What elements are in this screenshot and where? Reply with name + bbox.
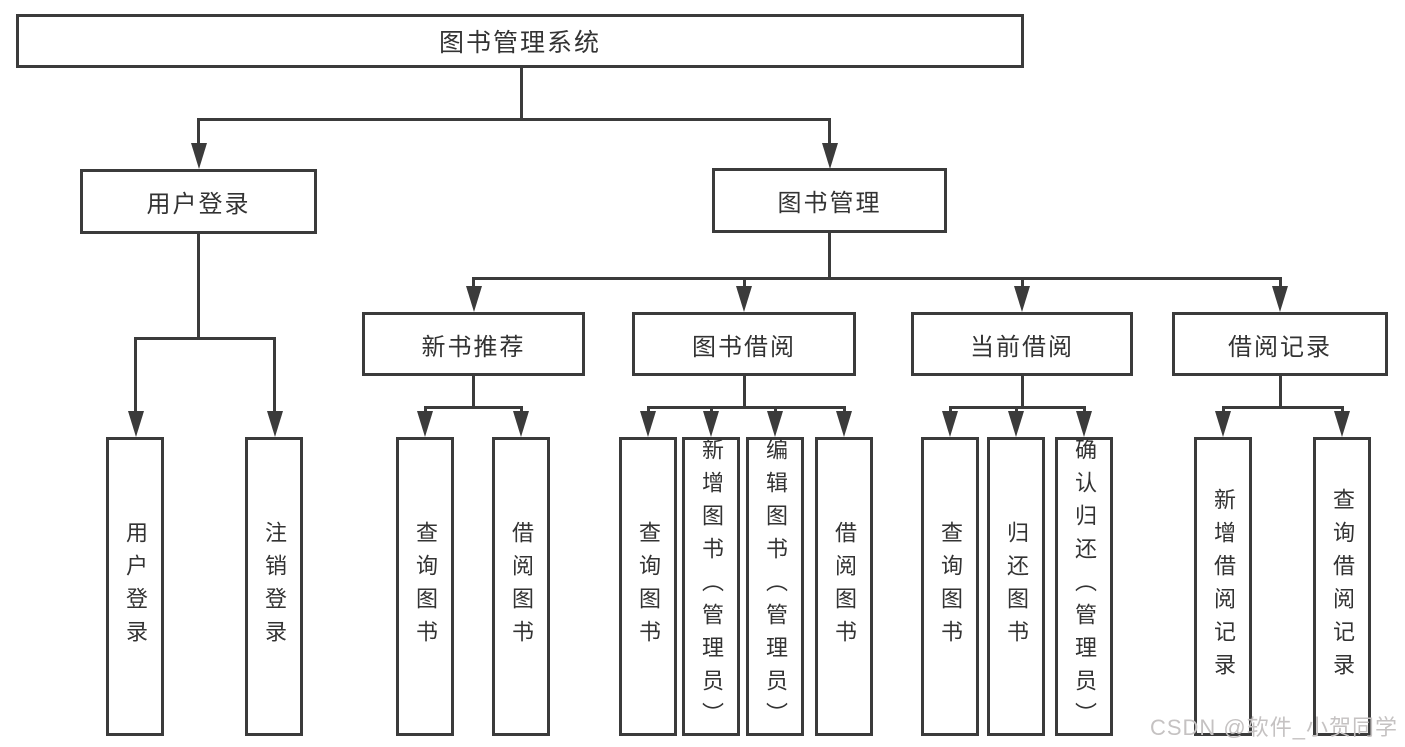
node-label: 用户登录	[123, 520, 148, 653]
connector-line	[197, 118, 831, 121]
connector-line	[423, 406, 427, 413]
connector-line	[709, 406, 713, 413]
node-v-user-login: 用户登录	[106, 437, 164, 736]
node-user-login: 用户登录	[80, 169, 317, 234]
connector-line	[742, 376, 746, 409]
arrowhead-down-icon	[1215, 411, 1231, 437]
arrowhead-down-icon	[640, 411, 656, 437]
node-new-book-rec: 新书推荐	[362, 312, 585, 376]
connector-line	[1082, 406, 1086, 413]
connector-line	[134, 337, 137, 413]
connector-line	[828, 118, 831, 145]
connector-line	[842, 406, 846, 413]
arrowhead-down-icon	[127, 411, 144, 437]
connector-line	[646, 406, 650, 413]
node-label: 新增图书（管理员）	[699, 438, 724, 735]
connector-line	[1278, 277, 1282, 288]
node-label: 用户登录	[146, 191, 251, 218]
node-label: 新增借阅记录	[1211, 487, 1236, 686]
node-label: 新书推荐	[421, 333, 526, 361]
node-label: 借阅图书	[509, 520, 534, 653]
node-label: 编辑图书（管理员）	[763, 438, 788, 735]
arrowhead-down-icon	[767, 411, 783, 437]
node-label: 图书管理	[777, 190, 882, 217]
node-label: 注销登录	[262, 520, 287, 653]
connector-line	[197, 234, 200, 340]
connector-line	[1020, 277, 1024, 288]
node-label: 借阅记录	[1228, 333, 1332, 361]
arrowhead-down-icon	[836, 411, 852, 437]
node-v-borrow-book-2: 借阅图书	[815, 437, 873, 736]
connector-line	[828, 233, 831, 280]
connector-line	[519, 68, 523, 121]
node-v-query-book-1: 查询图书	[396, 437, 454, 736]
node-v-query-book-3: 查询图书	[921, 437, 979, 736]
connector-line	[1278, 376, 1282, 409]
connector-line	[742, 277, 746, 288]
node-label: 查询图书	[938, 520, 963, 653]
connector-line	[423, 406, 523, 409]
arrowhead-down-icon	[703, 411, 719, 437]
node-v-add-book: 新增图书（管理员）	[682, 437, 740, 736]
arrowhead-down-icon	[417, 411, 433, 437]
node-book-borrow: 图书借阅	[632, 312, 856, 376]
arrowhead-down-icon	[942, 411, 958, 437]
node-v-confirm-return: 确认归还（管理员）	[1055, 437, 1113, 736]
connector-line	[134, 337, 276, 340]
node-current-borrow: 当前借阅	[911, 312, 1133, 376]
connector-line	[1014, 406, 1018, 413]
arrowhead-down-icon	[266, 411, 283, 437]
node-label: 查询借阅记录	[1330, 487, 1355, 686]
node-v-edit-book: 编辑图书（管理员）	[746, 437, 804, 736]
node-label: 归还图书	[1004, 520, 1029, 653]
node-v-logout: 注销登录	[245, 437, 303, 736]
node-label: 查询图书	[636, 520, 661, 653]
node-label: 图书管理系统	[438, 29, 601, 57]
connector-line	[1340, 406, 1344, 413]
node-label: 借阅图书	[832, 520, 857, 653]
watermark: CSDN @软件_小贺同学	[1149, 715, 1398, 740]
arrowhead-down-icon	[1272, 286, 1288, 312]
arrowhead-down-icon	[736, 286, 752, 312]
node-root: 图书管理系统	[16, 14, 1024, 68]
node-book-mgmt: 图书管理	[712, 168, 947, 233]
connector-line	[1221, 406, 1344, 409]
node-v-query-book-2: 查询图书	[619, 437, 677, 736]
arrowhead-down-icon	[821, 143, 838, 169]
node-label: 查询图书	[413, 520, 438, 653]
node-v-add-record: 新增借阅记录	[1194, 437, 1252, 736]
arrowhead-down-icon	[513, 411, 529, 437]
connector-line	[197, 118, 200, 145]
arrowhead-down-icon	[1014, 286, 1030, 312]
connector-line	[1221, 406, 1225, 413]
arrowhead-down-icon	[1334, 411, 1350, 437]
node-v-query-record: 查询借阅记录	[1313, 437, 1371, 736]
connector-line	[273, 337, 276, 413]
node-label: 确认归还（管理员）	[1072, 438, 1097, 735]
connector-line	[472, 376, 475, 409]
connector-line	[472, 277, 1282, 280]
node-v-return-book: 归还图书	[987, 437, 1045, 736]
arrowhead-down-icon	[190, 143, 207, 169]
connector-line	[773, 406, 777, 413]
connector-line	[1020, 376, 1024, 409]
node-v-borrow-book-1: 借阅图书	[492, 437, 550, 736]
arrowhead-down-icon	[465, 286, 482, 312]
node-borrow-record: 借阅记录	[1172, 312, 1388, 376]
connector-line	[472, 277, 475, 288]
arrowhead-down-icon	[1076, 411, 1092, 437]
node-label: 图书借阅	[692, 333, 796, 361]
node-label: 当前借阅	[970, 333, 1074, 361]
connector-line	[646, 406, 846, 409]
connector-line	[519, 406, 523, 413]
connector-line	[948, 406, 952, 413]
arrowhead-down-icon	[1008, 411, 1024, 437]
